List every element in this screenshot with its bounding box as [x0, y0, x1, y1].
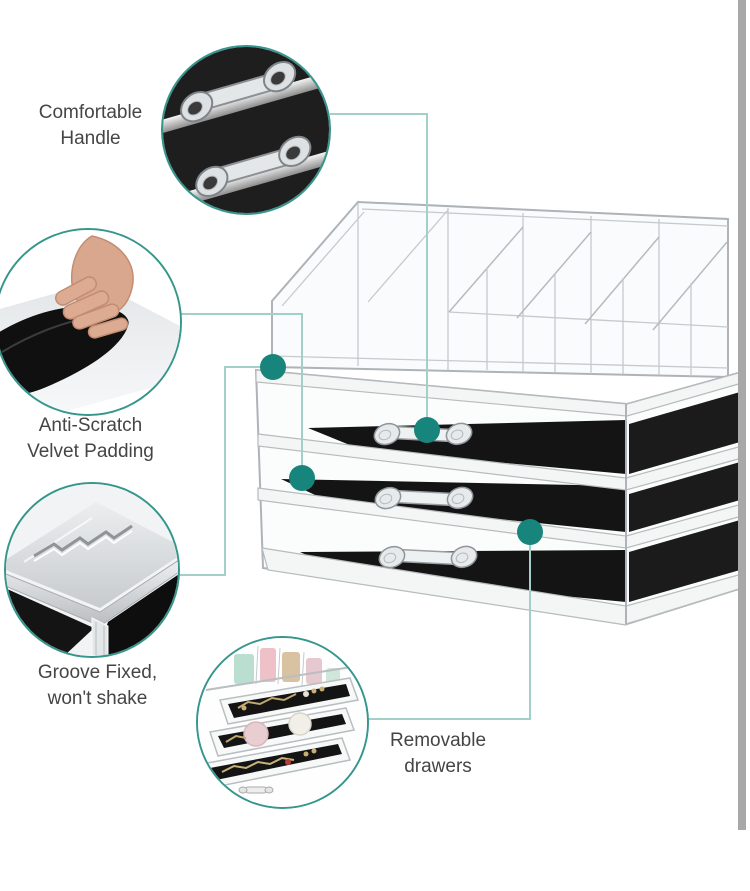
jewelry-drawer-1	[219, 677, 360, 725]
inset-circle-velvet	[0, 228, 182, 416]
handle-closeup-art	[163, 47, 329, 213]
label-line-2: Velvet Padding	[27, 441, 154, 462]
inset-circle-drawers	[196, 636, 369, 809]
leader-line-groove-h2	[224, 366, 262, 368]
label-comfortable-handle: Comfortable Handle	[8, 100, 173, 152]
label-line-2: drawers	[404, 756, 472, 777]
leader-line-handle-h	[330, 113, 427, 115]
jewelry-drawer-3	[201, 737, 352, 794]
inset-circle-groove	[4, 482, 180, 658]
finger-3	[72, 303, 120, 330]
label-line-1: Anti-Scratch	[38, 415, 143, 436]
leader-line-velvet-v	[301, 313, 303, 467]
label-anti-scratch-velvet: Anti-Scratch Velvet Padding	[8, 413, 173, 465]
callout-dot-handle	[414, 417, 440, 443]
label-line-1: Groove Fixed,	[37, 662, 158, 683]
velvet-closeup-art	[0, 230, 180, 414]
leader-line-velvet-h	[179, 313, 302, 315]
label-line-1: Comfortable	[38, 102, 143, 123]
top-organizer	[271, 200, 729, 379]
velvet-side-3	[629, 520, 740, 602]
callout-dot-velvet	[289, 465, 315, 491]
leader-line-drawers-h	[367, 718, 530, 720]
top-tray-cosmetics	[205, 645, 359, 691]
inset-circle-handle	[161, 45, 331, 215]
leader-line-groove-v	[224, 367, 226, 576]
acrylic-rail-1	[163, 66, 329, 142]
label-groove-fixed: Groove Fixed, won't shake	[15, 660, 180, 712]
drawer-handles	[373, 422, 478, 569]
groove-top-surface	[6, 502, 178, 608]
right-gray-bar	[738, 0, 746, 830]
label-removable-drawers: Removable drawers	[356, 728, 520, 780]
groove-closeup-art	[6, 484, 178, 656]
lipstick-slot-dividers	[448, 226, 728, 376]
velvet-side-1	[629, 392, 740, 474]
callout-dot-groove	[260, 354, 286, 380]
closeup-handle-2	[195, 135, 312, 198]
leader-line-groove-h1	[177, 574, 225, 576]
velvet-side-2	[629, 462, 740, 532]
callout-dot-drawers	[517, 519, 543, 545]
mini-drawer-handle	[238, 786, 274, 794]
leader-line-drawers-v	[529, 544, 531, 720]
label-line-1: Removable	[389, 730, 487, 751]
jewelry-drawer-2	[209, 707, 356, 757]
finger-4	[87, 317, 129, 339]
groove-zigzag	[33, 524, 133, 558]
drawer-cabinet	[254, 368, 743, 626]
hand	[55, 235, 134, 339]
pink-compact	[243, 721, 269, 747]
drawer-handle-2	[374, 486, 474, 510]
finger-1	[55, 276, 97, 306]
white-jar	[288, 712, 312, 736]
closeup-handle-1	[180, 61, 297, 123]
drawers-closeup-art	[198, 638, 367, 807]
leader-line-handle-v	[426, 113, 428, 419]
label-line-2: Handle	[60, 128, 121, 149]
drawer-handle-3	[378, 545, 478, 569]
cabinet-bottom-rail	[261, 547, 627, 626]
label-line-2: won't shake	[47, 688, 148, 709]
corner-rim	[6, 559, 178, 627]
